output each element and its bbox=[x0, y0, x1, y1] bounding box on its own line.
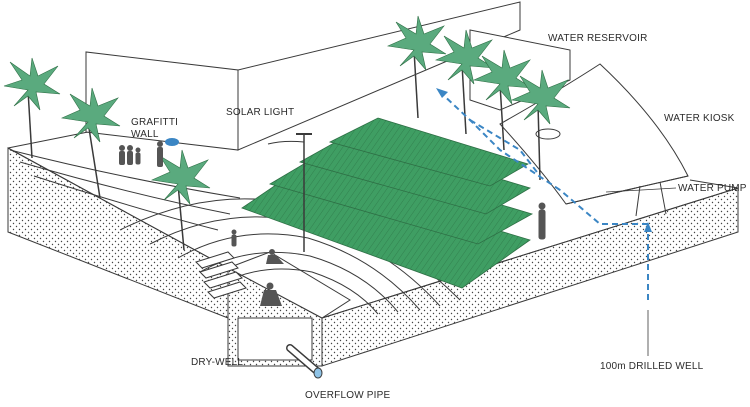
solar-light-pole bbox=[267, 133, 312, 252]
overflow-pipe bbox=[286, 344, 323, 379]
palm-tree-2 bbox=[60, 87, 121, 199]
people bbox=[119, 138, 546, 306]
palm-tree-5 bbox=[434, 29, 495, 135]
shade-canopies bbox=[241, 117, 534, 289]
person-standing bbox=[538, 202, 546, 240]
water-flow-arrowheads bbox=[436, 88, 652, 232]
label-water-kiosk: WATER KIOSK bbox=[664, 113, 735, 124]
stair-steps bbox=[195, 251, 247, 299]
label-drilled-well: 100m DRILLED WELL bbox=[600, 361, 704, 372]
label-water-reservoir: WATER RESERVOIR bbox=[548, 33, 648, 44]
leader-lines bbox=[605, 187, 677, 356]
person-group-wall bbox=[119, 138, 179, 167]
reservoir-return bbox=[469, 119, 541, 177]
palm-tree-4 bbox=[386, 15, 447, 119]
palm-tree-6 bbox=[472, 49, 533, 151]
water-flow-lines bbox=[439, 91, 649, 300]
canopy-3 bbox=[298, 133, 531, 215]
ground-block bbox=[7, 131, 739, 367]
label-overflow-pipe: OVERFLOW PIPE bbox=[305, 390, 391, 401]
person-child bbox=[231, 229, 237, 247]
pump-to-kiosk bbox=[559, 189, 648, 225]
palm-trees bbox=[3, 15, 571, 251]
person-sitting-2 bbox=[260, 282, 282, 306]
label-water-pump: WATER PUMP bbox=[678, 183, 747, 194]
dry-well-box bbox=[226, 251, 351, 367]
label-dry-well: DRY-WELL bbox=[191, 357, 244, 368]
palm-tree-1 bbox=[3, 57, 61, 159]
kiosk-to-reservoir bbox=[439, 91, 561, 191]
canopy-4 bbox=[328, 117, 529, 187]
palm-tree-7 bbox=[510, 69, 571, 181]
palm-tree-3 bbox=[150, 149, 211, 251]
person-sitting-1 bbox=[266, 249, 284, 264]
label-solar-light: SOLAR LIGHT bbox=[226, 107, 295, 118]
label-grafitti-wall: GRAFITTI WALL bbox=[131, 117, 179, 140]
